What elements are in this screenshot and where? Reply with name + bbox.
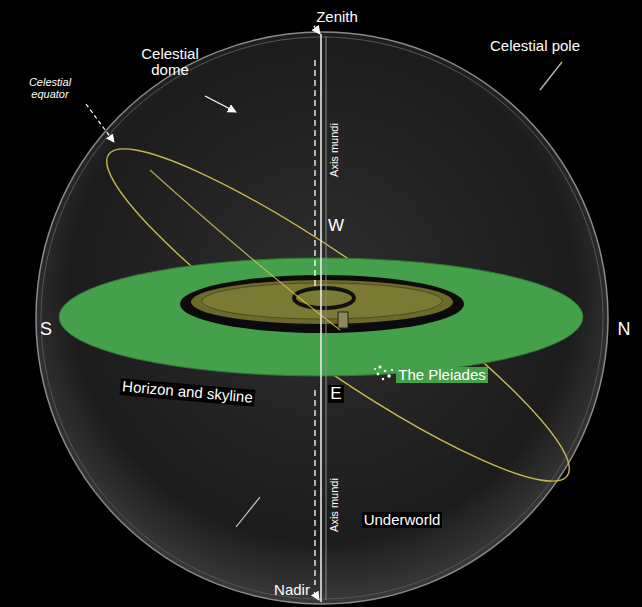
direction-letter: W	[328, 217, 344, 236]
direction-letter: N	[618, 320, 631, 340]
nadir-label: Nadir	[274, 582, 310, 599]
direction-letter: S	[40, 320, 52, 340]
axis-label: Axis mundi	[328, 478, 340, 532]
star-cluster-label: The Pleiades	[396, 367, 488, 384]
dome-label: Celestial dome	[130, 46, 210, 79]
equator-label: Celestial equator	[20, 76, 80, 100]
axis-label: Axis mundi	[328, 123, 340, 177]
zenith-label: Zenith	[316, 9, 358, 26]
underworld-label: Underworld	[362, 512, 443, 529]
direction-letter: E	[328, 385, 343, 404]
pole-label: Celestial pole	[490, 38, 580, 55]
